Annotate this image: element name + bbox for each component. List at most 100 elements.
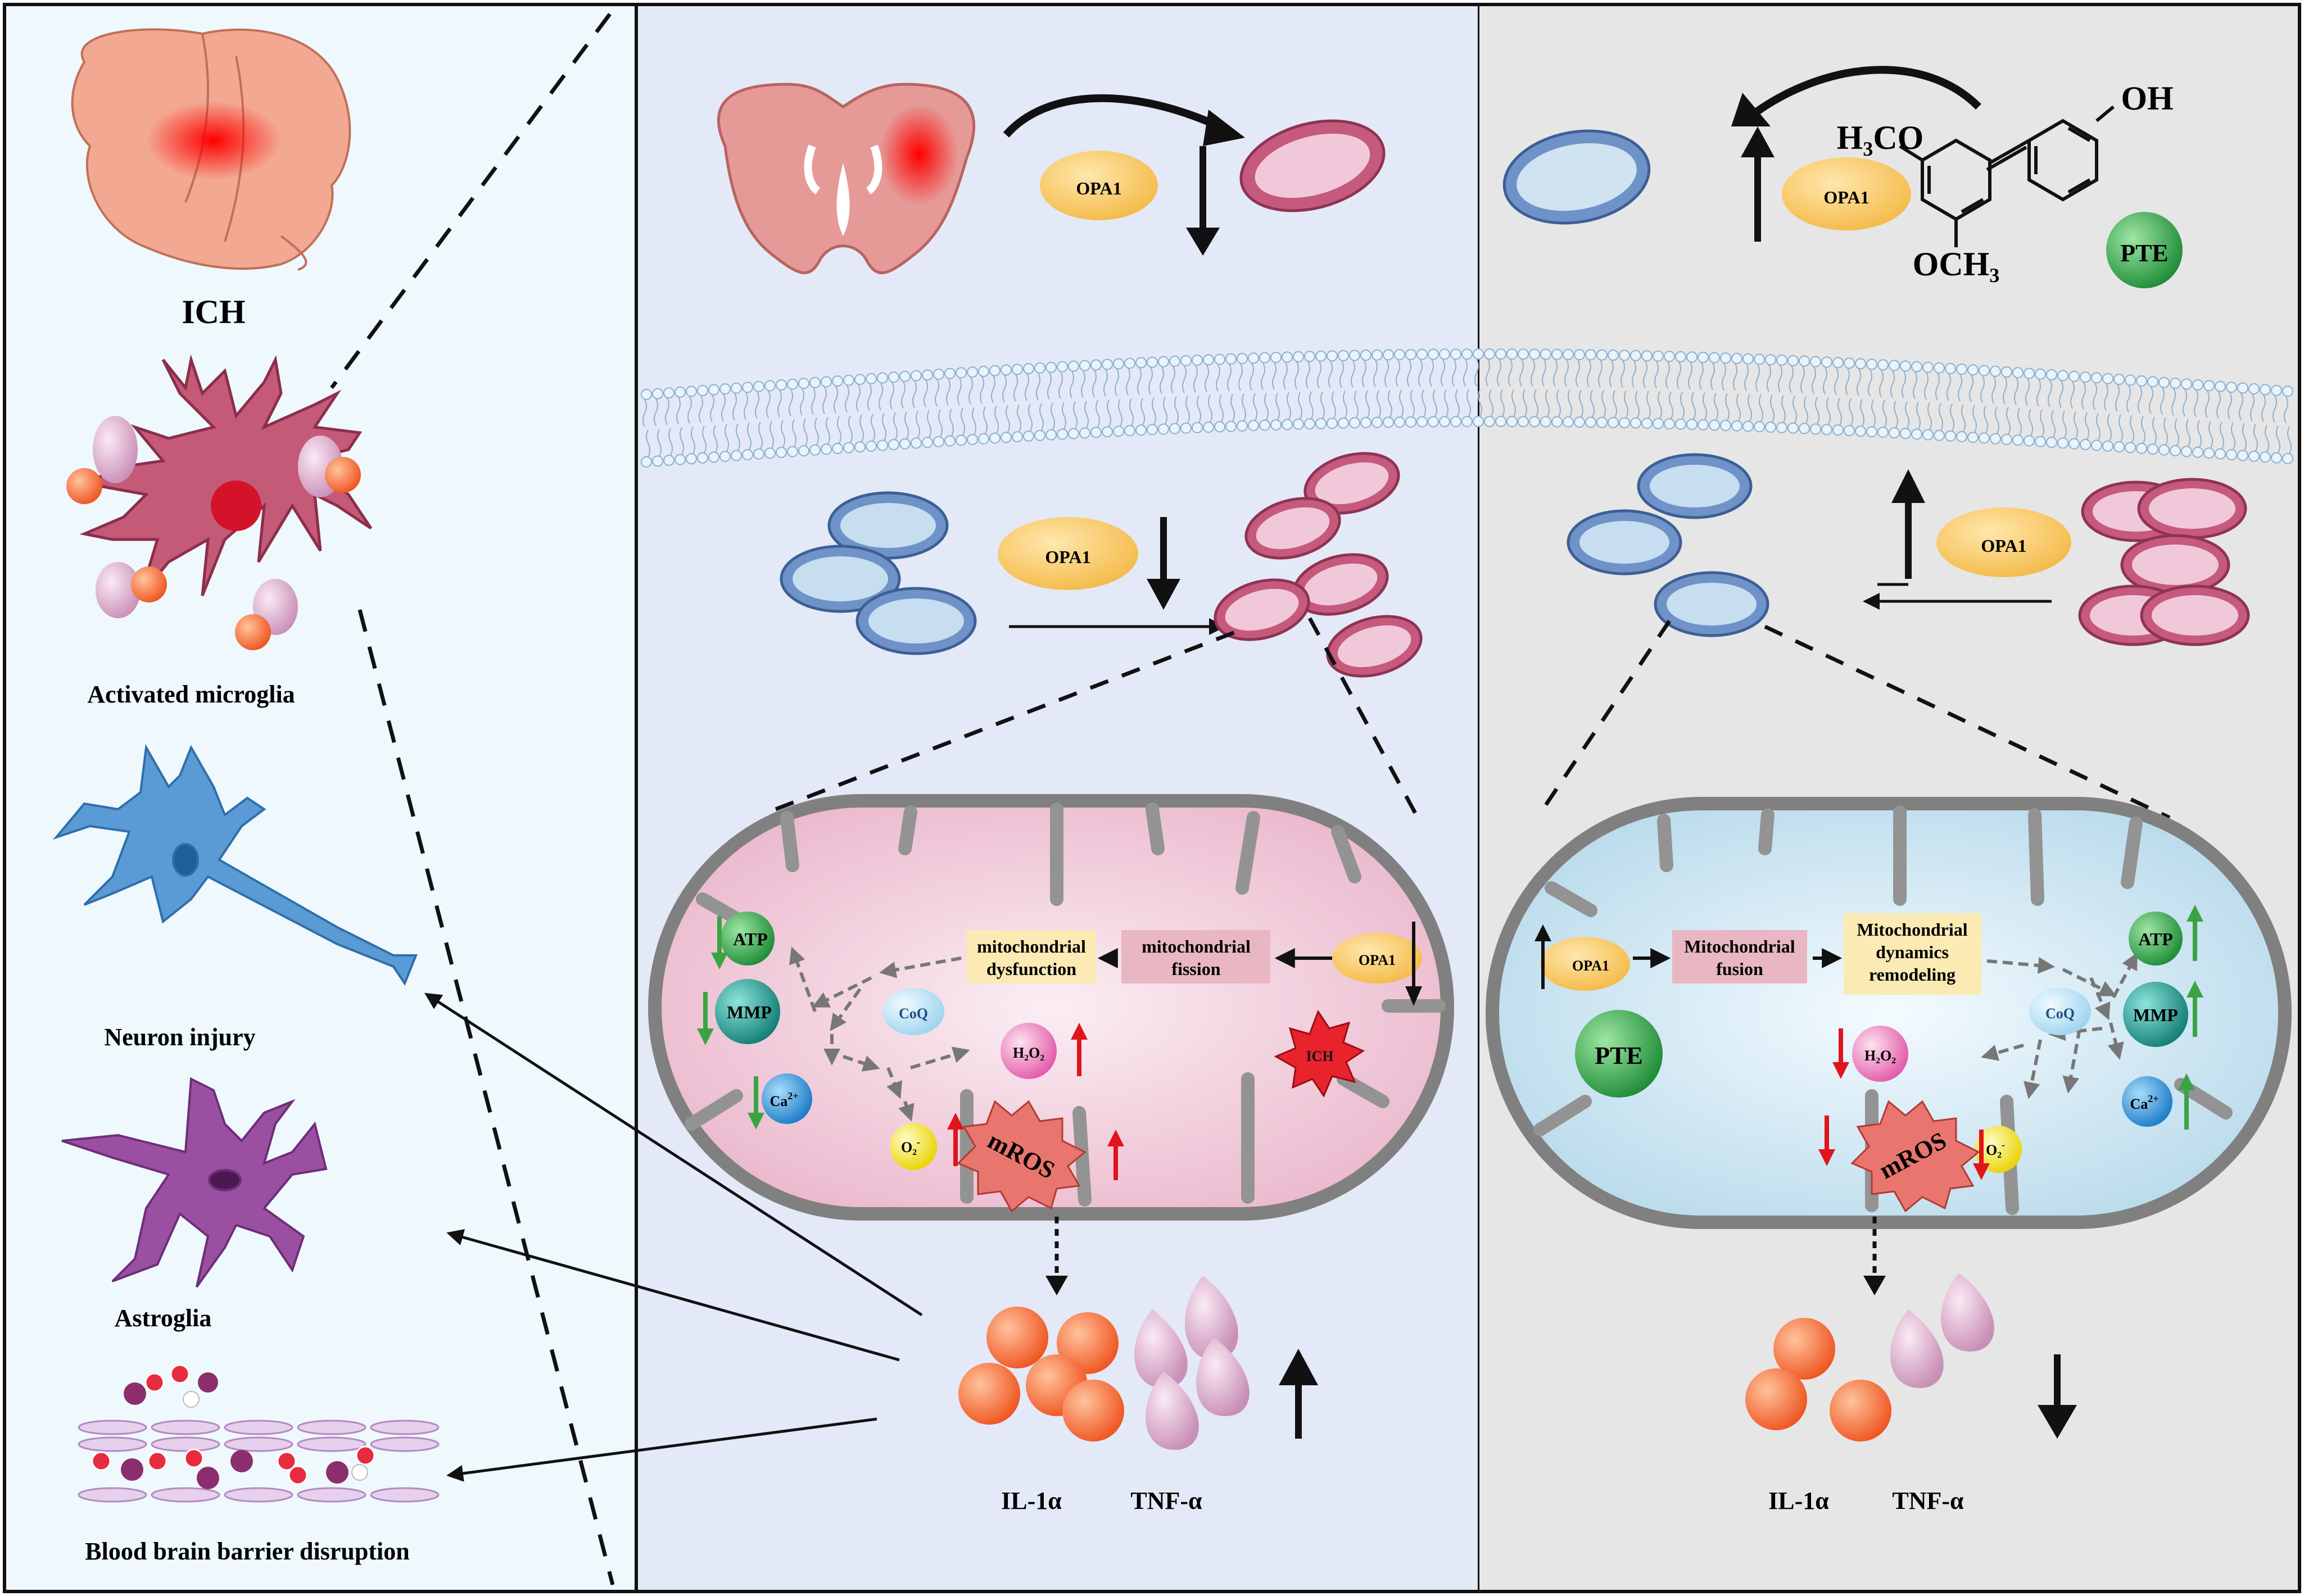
curved-arrow-middle	[1003, 94, 1227, 138]
neuron-label: Neuron injury	[104, 1023, 255, 1051]
curved-arrow-right	[1745, 66, 1981, 121]
remodel-line1: Mitochondrial	[1857, 919, 1967, 940]
mitochondria-pink-cluster-middle	[1214, 452, 1423, 678]
zoom-line-left-right	[1541, 620, 1671, 810]
coq-label-middle: CoQ	[899, 1005, 928, 1022]
ich-starburst	[1274, 1009, 1365, 1098]
astroglia-label: Astroglia	[115, 1304, 212, 1332]
opa1-top-right-label: OPA1	[1823, 187, 1869, 207]
fission-line1: mitochondrial	[1142, 936, 1251, 956]
zoom-line-left-middle	[775, 627, 1243, 811]
up-arrow-opa1-mid-right-head	[1891, 469, 1925, 503]
pte-node-top	[2106, 212, 2183, 288]
coq-node-middle	[882, 988, 944, 1035]
fusion-line1: Mitochondrial	[1684, 936, 1795, 956]
o2-label-middle: O₂-	[901, 1136, 920, 1155]
ca-label-middle: Ca2+	[769, 1090, 798, 1109]
oh-label: OH	[2121, 80, 2173, 117]
h2o2-node-middle	[1001, 1023, 1057, 1079]
h2o2-label-middle: H₂O₂	[1013, 1045, 1044, 1061]
fission-line2: fission	[1171, 959, 1220, 979]
o2-node-right	[1975, 1126, 2022, 1173]
il1a-label-right: IL-1α	[1768, 1487, 1829, 1515]
opa1-node-top-middle	[1040, 151, 1158, 220]
opa1-node-mid-middle	[998, 517, 1138, 590]
dotted-arrow-right-head	[1863, 1276, 1886, 1295]
left-panel	[3, 3, 638, 1593]
cytokine-cluster-right	[1745, 1273, 1994, 1441]
opa1-mid-middle-label: OPA1	[1045, 547, 1090, 567]
main-frame	[635, 3, 2301, 1593]
dotted-arrow-middle-head	[1045, 1276, 1068, 1295]
opa1-node-top-right	[1782, 157, 1911, 230]
microglia-icon	[66, 354, 373, 650]
large-mitochondrion-pte	[1486, 797, 2292, 1229]
fusion-line2: fusion	[1716, 959, 1763, 979]
down-arrow-opa1-top-head	[1186, 228, 1220, 256]
ca-node-middle	[762, 1073, 812, 1124]
remodel-box	[1844, 913, 1981, 995]
large-mitochondrion-ich	[648, 794, 1454, 1221]
dysfunction-line2: dysfunction	[986, 959, 1076, 979]
pterostilbene-structure	[1899, 105, 2115, 247]
cytokine-cluster-middle	[958, 1276, 1250, 1450]
down-arrow-opa1-mid-head	[1147, 579, 1180, 610]
zoom-line-right-middle	[1307, 617, 1422, 822]
mitochondria-blue-cluster-middle	[780, 491, 977, 655]
gray-flow-arrows-middle	[789, 946, 970, 1122]
mros-burst-middle	[957, 1100, 1087, 1213]
tnfa-label-middle: TNF-α	[1130, 1487, 1202, 1515]
ich-label: ICH	[182, 293, 245, 330]
mitochondrion-pink-top	[1239, 119, 1386, 212]
mmp-label-middle: MMP	[727, 1002, 772, 1022]
dashed-connector-lower	[357, 609, 615, 1585]
coq-label-right: CoQ	[2045, 1005, 2075, 1022]
atp-label-right: ATP	[2138, 929, 2173, 949]
brain-icon	[71, 28, 351, 271]
opa1-node-inner-right	[1540, 937, 1630, 991]
ich-badge-label: ICH	[1306, 1048, 1333, 1064]
blood-brain-barrier-icon	[78, 1364, 440, 1503]
dysfunction-box	[967, 930, 1096, 983]
mros-burst-right	[1850, 1100, 1980, 1213]
coq-node-right	[2029, 988, 2091, 1035]
h2o2-label-right: H₂O₂	[1864, 1048, 1896, 1064]
curved-arrow-right-head	[1731, 93, 1771, 126]
zoom-line-right-right	[1764, 624, 2171, 820]
indicator-arrows-right	[1818, 905, 2203, 1180]
coronal-brain-icon	[717, 83, 976, 274]
down-arrow-opa1-inner-head	[1405, 986, 1422, 1006]
pte-label-inner: PTE	[1595, 1042, 1643, 1069]
up-arrow-cytokines-middle-head	[1279, 1349, 1318, 1385]
h3co-label: H₃CO	[1837, 119, 1924, 156]
tnfa-label-right: TNF-α	[1892, 1487, 1964, 1515]
bbb-label: Blood brain barrier disruption	[85, 1538, 409, 1565]
remodel-line2: dynamics	[1876, 942, 1949, 962]
gray-flow-arrows-right	[1981, 952, 2138, 1099]
opa1-mid-right-label: OPA1	[1981, 536, 2026, 556]
pte-node-inner	[1575, 1010, 1663, 1098]
mmp-node-right	[2123, 982, 2188, 1047]
ca-label-right: Ca2+	[2130, 1093, 2158, 1112]
fusion-box	[1672, 930, 1807, 983]
arrow-to-neuron	[424, 992, 923, 1317]
mitochondrion-blue-top	[1502, 129, 1651, 225]
atp-node-middle	[721, 912, 775, 965]
opa1-inner-middle-label: OPA1	[1359, 952, 1396, 968]
down-arrow-cytokines-right-head	[2038, 1405, 2077, 1439]
il1a-label-middle: IL-1α	[1001, 1487, 1062, 1515]
o2-node-middle	[890, 1123, 937, 1170]
mmp-label-right: MMP	[2133, 1005, 2178, 1025]
microglia-label: Activated microglia	[87, 681, 295, 708]
curved-arrow-middle-head	[1203, 110, 1245, 146]
dashed-connector-upper	[330, 12, 612, 389]
pte-label-top: PTE	[2120, 239, 2169, 267]
arrow-to-astroglia	[446, 1229, 900, 1362]
opa1-node-inner-middle	[1332, 933, 1422, 983]
mmp-node-middle	[715, 979, 780, 1044]
up-arrow-opa1-top-right-head	[1741, 126, 1775, 157]
dysfunction-line1: mitochondrial	[977, 936, 1086, 956]
h2o2-node-right	[1852, 1026, 1908, 1082]
remodel-line3: remodeling	[1869, 964, 1956, 985]
